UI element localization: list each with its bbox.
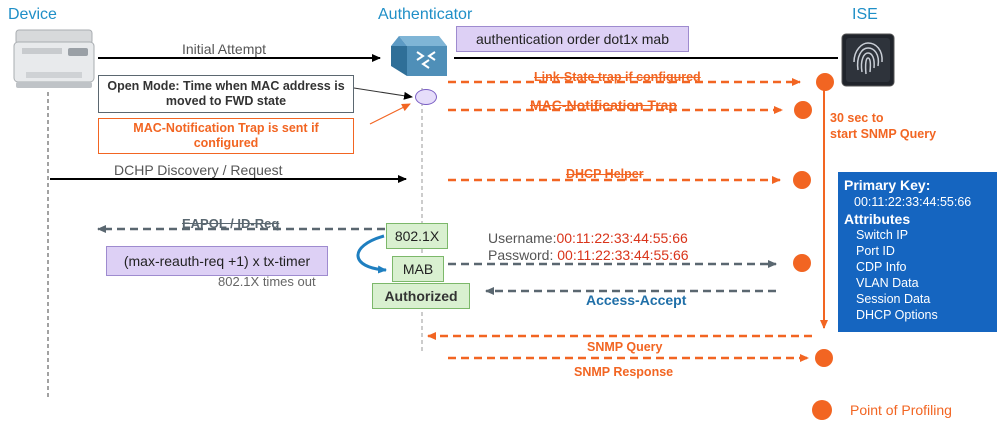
device-header: Device (8, 6, 57, 23)
profiling-point-dhcp (793, 171, 811, 189)
mab-state: MAB (392, 256, 444, 282)
profiling-point-mac-trap (794, 101, 812, 119)
fallback-arrow (356, 234, 387, 274)
authorized-state: Authorized (372, 283, 470, 309)
link-state-label: Link-State trap if configured (534, 70, 701, 84)
profiling-info-box: Primary Key: 00:11:22:33:44:55:66 Attrib… (838, 172, 997, 332)
primary-key-value: 00:11:22:33:44:55:66 (854, 195, 972, 209)
authenticator-header: Authenticator (378, 6, 473, 23)
mac-trap-pointer (369, 103, 411, 125)
ise-header: ISE (852, 6, 878, 23)
username-line: Username:00:11:22:33:44:55:66 (488, 230, 688, 246)
legend-dot (812, 400, 832, 420)
wait-note: 30 sec to start SNMP Query (830, 110, 936, 142)
password-value: 00:11:22:33:44:55:66 (557, 247, 689, 263)
open-mode-note: Open Mode: Time when MAC address is move… (98, 75, 354, 113)
attributes-title: Attributes (844, 211, 911, 227)
snmp-response-label: SNMP Response (574, 365, 674, 379)
password-label: Password: (488, 247, 558, 263)
username-value: 00:11:22:33:44:55:66 (556, 230, 688, 246)
username-label: Username: (488, 230, 557, 246)
profiling-point-radius (793, 254, 811, 272)
switch-icon (389, 32, 449, 80)
initial-attempt-label: Initial Attempt (182, 41, 267, 57)
mac-trap-note: MAC-Notification Trap is sent if configu… (98, 118, 354, 154)
attribute-item: Port ID (856, 244, 895, 258)
max-reauth-note: (max-reauth-req +1) x tx-timer (106, 246, 328, 276)
legend-label: Point of Profiling (850, 402, 952, 418)
fwd-state-marker (415, 89, 437, 105)
mac-notification-label: MAC-Notification Trap (530, 97, 677, 113)
snmp-query-label: SNMP Query (587, 340, 663, 354)
password-line: Password: 00:11:22:33:44:55:66 (488, 247, 689, 263)
dot1x-state: 802.1X (386, 223, 448, 249)
fingerprint-server-icon (840, 32, 896, 88)
profiling-point-link-state (816, 73, 834, 91)
attributes-list: Switch IP Port ID CDP Info VLAN Data Ses… (856, 227, 997, 323)
attribute-item: DHCP Options (856, 308, 938, 322)
dhcp-discovery-label: DCHP Discovery / Request (114, 162, 283, 178)
dhcp-helper-label: DHCP Helper (566, 167, 644, 181)
attribute-item: CDP Info (856, 260, 907, 274)
open-mode-pointer (353, 87, 413, 100)
auth-order-note: authentication order dot1x mab (456, 26, 689, 52)
primary-key-title: Primary Key: (844, 177, 931, 193)
printer-icon (12, 28, 96, 90)
attribute-item: Switch IP (856, 228, 909, 242)
wait-note-line2: start SNMP Query (830, 127, 937, 141)
attribute-item: Session Data (856, 292, 931, 306)
wait-note-line1: 30 sec to (830, 111, 884, 125)
access-accept-label: Access-Accept (586, 292, 687, 308)
timeout-label: 802.1X times out (218, 274, 316, 289)
profiling-point-snmp (815, 349, 833, 367)
attribute-item: VLAN Data (856, 276, 919, 290)
eapol-label: EAPOL / ID-Req (182, 216, 280, 231)
